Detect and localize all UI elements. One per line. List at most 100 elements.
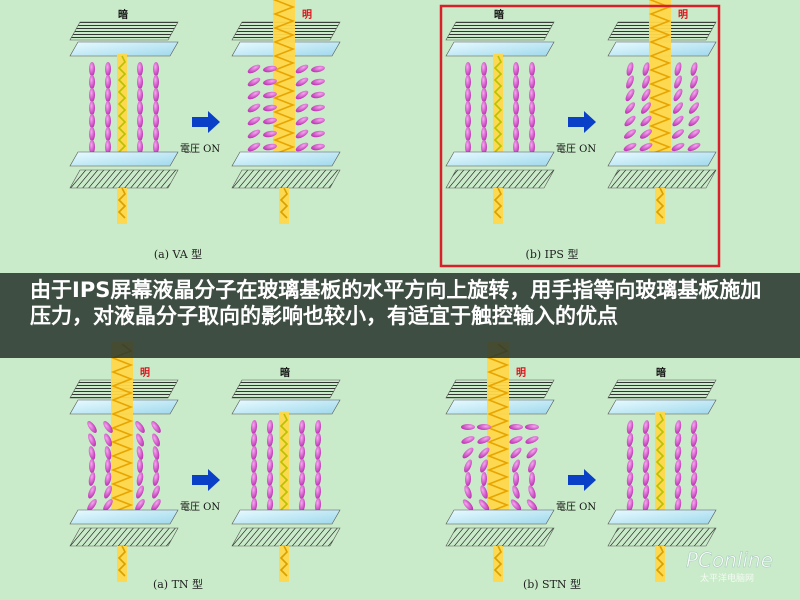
- va-R-lc-molecule: [295, 64, 309, 74]
- ips-R-lc-molecule: [688, 115, 700, 127]
- va-L-lc-molecule: [153, 62, 159, 76]
- tn-L-lc-molecule: [87, 421, 97, 433]
- ips-L-lc-molecule: [529, 114, 535, 128]
- va-L-lc-molecule: [105, 101, 111, 115]
- stn-R-bottom-glass: [607, 509, 717, 525]
- ips-L-lc-molecule: [465, 88, 471, 102]
- stn-L-lc-molecule: [528, 485, 536, 499]
- stn-L-light-tail: [493, 546, 503, 582]
- stn-L-lc-molecule: [461, 424, 475, 430]
- stn-R-lc-molecule: [690, 472, 698, 486]
- stn-R-lc-molecule: [626, 472, 634, 486]
- va-R-light-tail-wave: [279, 187, 289, 219]
- va-R-lc-molecule: [247, 90, 261, 100]
- ips-L-bottom-glass: [445, 151, 555, 167]
- stn-L-light-tail-wave: [493, 545, 503, 577]
- tn-L-light-wave: [110, 343, 134, 520]
- tn-R-lc-molecule: [266, 485, 274, 499]
- stn-L-lc-molecule: [478, 447, 490, 459]
- stn-L-lc-molecule: [480, 459, 488, 473]
- tn-L-lc-molecule: [135, 421, 145, 433]
- stn-R-bottom-polarizer: [607, 527, 717, 547]
- va-R-light-wave: [272, 0, 296, 162]
- stn-R-lc-molecule: [674, 485, 682, 499]
- tn-L-lc-molecule: [137, 459, 143, 473]
- stn-L-lc-molecule: [480, 485, 488, 499]
- stn-power-on-label: 電圧 ON: [556, 501, 596, 513]
- tn-R-lc-molecule: [298, 420, 306, 434]
- ips-L-lc-molecule: [465, 75, 471, 89]
- stn-L-lc-molecule: [528, 472, 536, 486]
- stn-R-lc-molecule: [642, 446, 650, 460]
- stn-L-lc-molecule: [464, 472, 472, 486]
- tn-L-lc-molecule: [88, 472, 96, 486]
- tn-R-bottom-glass: [231, 509, 341, 525]
- va-L-lc-molecule: [153, 75, 159, 89]
- va-R-lc-molecule: [263, 130, 277, 138]
- va-L-lc-molecule: [153, 88, 159, 102]
- stn-R-lc-molecule: [642, 420, 650, 434]
- va-R-lc-molecule: [295, 116, 309, 126]
- ips-L-lc-molecule: [529, 88, 535, 102]
- ips-L-lc-molecule: [481, 62, 487, 76]
- va-L-lc-molecule: [137, 75, 143, 89]
- tn-R-lc-molecule: [314, 485, 322, 499]
- va-L-state-label: 暗: [118, 8, 128, 21]
- tn-arrow: [192, 469, 220, 491]
- tn-L-lc-molecule: [104, 446, 112, 460]
- stn-L-lc-molecule: [512, 459, 520, 473]
- tn-R-lc-molecule: [298, 498, 306, 512]
- tn-R-lc-molecule: [314, 498, 322, 512]
- tn-R-lc-molecule: [298, 433, 306, 447]
- ips-L-lc-molecule: [481, 127, 487, 141]
- stn-R-lc-molecule: [674, 433, 682, 447]
- ips-R-lc-molecule: [640, 129, 652, 139]
- va-R-lc-molecule: [295, 103, 309, 113]
- ips-L-bottom-polarizer: [445, 169, 555, 189]
- stn-L-lc-molecule: [528, 459, 536, 473]
- va-L-top-polarizer: [69, 21, 179, 41]
- tn-L-lc-molecule: [152, 472, 160, 486]
- va-power-on-label: 電圧 ON: [180, 143, 220, 155]
- stn-R-lc-molecule: [626, 446, 634, 460]
- ips-R-lc-molecule: [689, 102, 699, 114]
- tn-L-lc-molecule: [88, 485, 96, 499]
- va-L-lc-molecule: [153, 114, 159, 128]
- va-R-lc-molecule: [263, 143, 277, 151]
- stn-L-lc-molecule: [512, 485, 520, 499]
- stn-R-lc-molecule: [626, 420, 634, 434]
- va-L-lc-molecule: [137, 140, 143, 154]
- va-L-lc-molecule: [89, 88, 95, 102]
- ips-L-lc-molecule: [481, 101, 487, 115]
- stn-L-lc-molecule: [464, 459, 472, 473]
- stn-R-lc-molecule: [642, 472, 650, 486]
- ips-R-lc-molecule: [673, 102, 683, 114]
- stn-L-lc-molecule: [477, 436, 491, 444]
- stn-R-top-glass: [607, 399, 717, 415]
- ips-L-lc-molecule: [481, 88, 487, 102]
- va-L-light-tail: [117, 188, 127, 224]
- va-L-lc-molecule: [105, 127, 111, 141]
- va-R-lc-molecule: [311, 130, 325, 138]
- va-R-lc-molecule: [311, 104, 325, 112]
- va-L-light-tail-wave: [117, 187, 127, 219]
- ips-L-lc-molecule: [529, 140, 535, 154]
- va-L-lc-molecule: [137, 101, 143, 115]
- ips-L-light-tail: [493, 188, 503, 224]
- va-L-lc-molecule: [105, 62, 111, 76]
- va-R-lc-molecule: [263, 104, 277, 112]
- ips-R-lc-molecule: [673, 88, 683, 102]
- ips-R-lc-molecule: [624, 115, 636, 127]
- tn-R-lc-molecule: [250, 446, 258, 460]
- ips-L-lc-molecule: [465, 140, 471, 154]
- stn-R-light-tail-wave: [655, 545, 665, 577]
- va-L-lc-molecule: [89, 127, 95, 141]
- ips-R-lc-molecule: [623, 142, 637, 152]
- ips-R-lc-molecule: [642, 75, 650, 89]
- ips-R-lc-molecule: [641, 102, 651, 114]
- ips-L-top-polarizer: [445, 21, 555, 41]
- ips-L-lc-molecule: [465, 114, 471, 128]
- va-R-lc-molecule: [263, 117, 277, 125]
